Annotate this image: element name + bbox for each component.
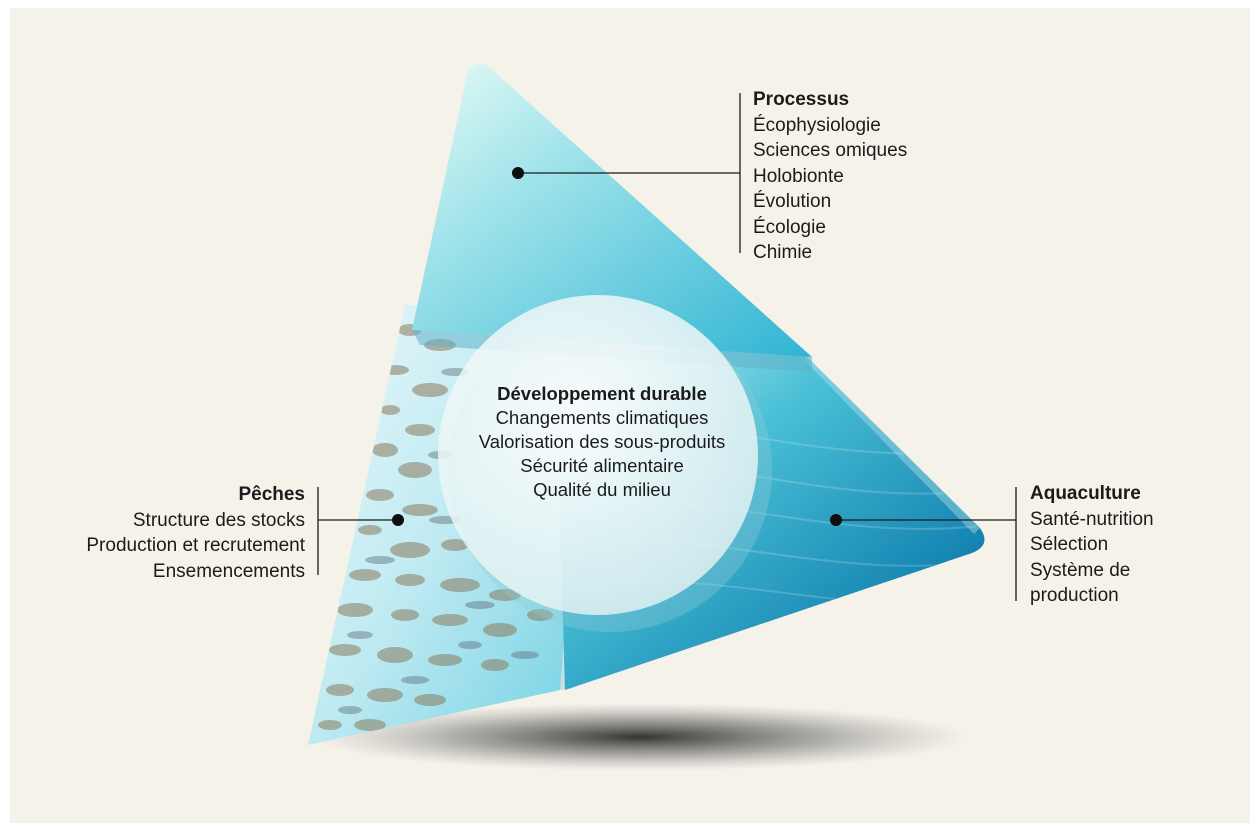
aquaculture-block: Aquaculture Santé-nutrition Sélection Sy… <box>1030 481 1154 609</box>
center-item: Sécurité alimentaire <box>520 455 684 476</box>
processus-item: Sciences omiques <box>753 140 908 161</box>
aquaculture-item: production <box>1030 585 1119 606</box>
processus-item: Écologie <box>753 216 826 238</box>
center-item: Changements climatiques <box>495 407 709 428</box>
aquaculture-item: Santé-nutrition <box>1030 508 1154 530</box>
processus-title: Processus <box>753 89 850 110</box>
processus-marker <box>512 167 524 179</box>
peches-item: Production et recrutement <box>86 535 305 556</box>
aquaculture-title: Aquaculture <box>1030 483 1141 504</box>
processus-item: Holobionte <box>753 165 844 187</box>
aquaculture-item: Sélection <box>1030 534 1109 555</box>
center-block: Développement durable Changements climat… <box>432 382 772 502</box>
processus-item: Écophysiologie <box>753 114 881 136</box>
processus-item: Évolution <box>753 191 832 212</box>
central-circle <box>438 295 772 632</box>
floor-shadow <box>310 703 970 771</box>
aquaculture-marker <box>830 514 842 526</box>
peches-callout <box>317 487 404 575</box>
peches-block: Pêches Structure des stocks Production e… <box>0 482 305 584</box>
aquaculture-item: Système de <box>1030 559 1131 581</box>
center-item: Qualité du milieu <box>533 479 671 500</box>
processus-callout <box>512 93 741 253</box>
peches-item: Structure des stocks <box>132 509 305 531</box>
center-item: Valorisation des sous-produits <box>478 431 726 452</box>
aquaculture-callout <box>830 487 1017 601</box>
peches-item: Ensemencements <box>152 560 305 582</box>
center-title: Développement durable <box>497 383 707 404</box>
processus-block: Processus Écophysiologie Sciences omique… <box>753 87 907 266</box>
peches-title: Pêches <box>238 484 305 505</box>
processus-item: Chimie <box>753 242 813 263</box>
peches-marker <box>392 514 404 526</box>
